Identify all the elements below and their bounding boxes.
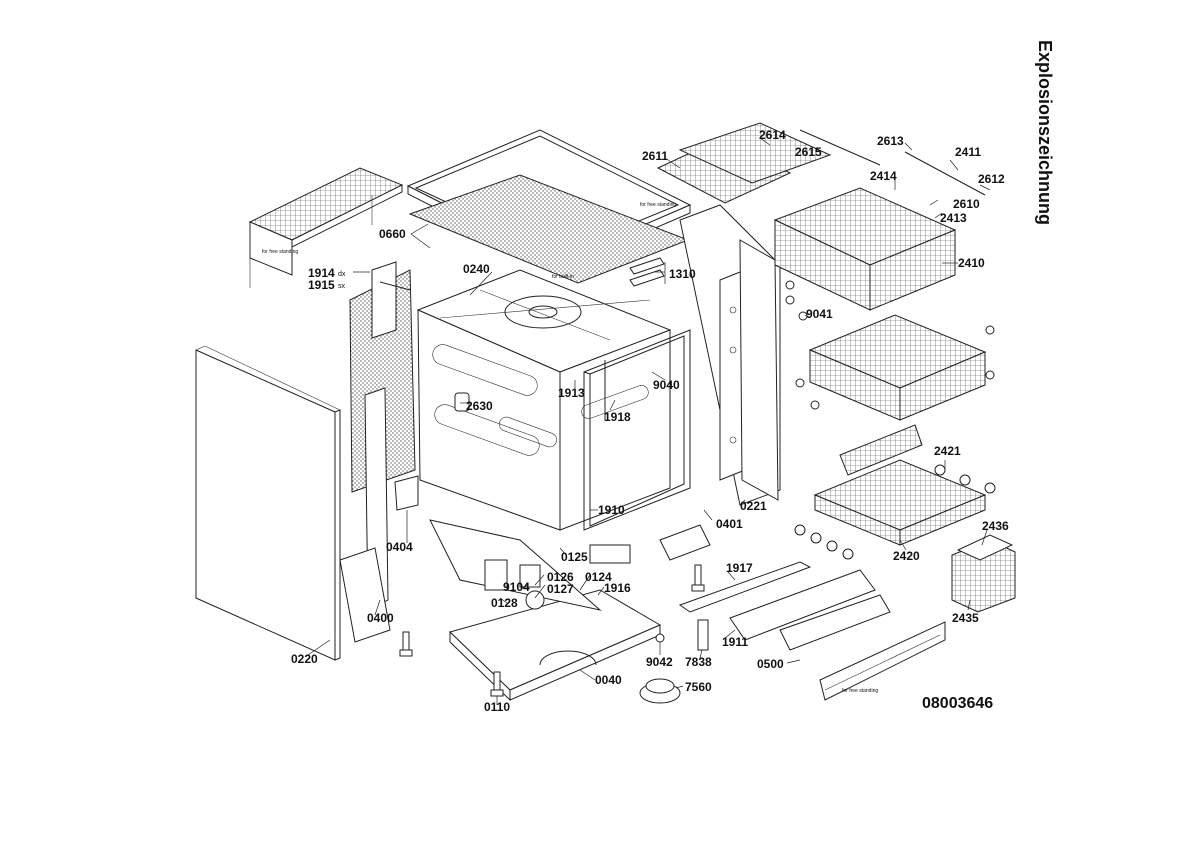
side-panel-0221 — [739, 239, 779, 501]
leader-lines — [304, 137, 991, 705]
part-label: 2436 — [982, 519, 1009, 533]
pump-assembly — [484, 524, 711, 610]
part-label: 1310 — [669, 267, 696, 281]
part-label: 2435 — [952, 611, 979, 625]
upper-basket — [773, 187, 957, 311]
tub-body — [416, 269, 672, 531]
part-label: 0660 — [379, 227, 406, 241]
note-free-standing-rail: for free standing — [262, 249, 298, 255]
part-labels: 2614 2611 2615 2613 2411 2414 2612 2610 … — [291, 128, 1009, 714]
document-number: 08003646 — [922, 695, 993, 712]
salt-container — [394, 475, 419, 511]
part-label: 2611 — [642, 149, 668, 163]
part-label: 9041 — [806, 307, 833, 321]
part-suffix: sx — [338, 283, 346, 290]
part-label: 7560 — [685, 680, 712, 694]
part-label: 9040 — [653, 378, 680, 392]
part-label: 0040 — [595, 673, 622, 687]
part-label: 9104 — [503, 580, 530, 594]
basket-wheels — [785, 280, 996, 560]
rail-2615 — [799, 129, 881, 166]
part-label: 2410 — [958, 256, 985, 270]
part-label: 2414 — [870, 169, 897, 183]
part-label: 0500 — [757, 657, 784, 671]
part-label: 2610 — [953, 197, 980, 211]
part-label: 1916 — [604, 581, 631, 595]
door-gasket — [583, 329, 691, 531]
note-for-builtin: for built-in — [552, 274, 574, 280]
part-label: 1910 — [598, 503, 625, 517]
part-label: 2615 — [795, 145, 822, 159]
part-label: 2630 — [466, 399, 493, 413]
part-label: 2421 — [934, 444, 961, 458]
part-label: 0110 — [484, 700, 510, 714]
top-rail-left: for free standing — [248, 167, 404, 288]
part-label: 2613 — [877, 134, 904, 148]
part-label: 2612 — [978, 172, 1005, 186]
part-label: 1918 — [604, 410, 631, 424]
adjustable-feet — [399, 564, 709, 697]
circulation-pump — [639, 678, 681, 704]
part-label: 1913 — [558, 386, 585, 400]
part-label: 1917 — [726, 561, 753, 575]
bracket-1310 — [629, 257, 665, 287]
toe-kick-parts: for free standing — [678, 561, 946, 701]
middle-basket — [808, 314, 987, 421]
part-suffix: dx — [338, 271, 346, 278]
part-label: 2411 — [955, 145, 981, 159]
part-label: 0127 — [547, 582, 574, 596]
part-label: 0401 — [716, 517, 743, 531]
part-label: 0400 — [367, 611, 394, 625]
note-free-standing-plinth: for free standing — [842, 688, 878, 694]
lower-basket — [813, 424, 987, 546]
cutlery-basket — [951, 534, 1016, 613]
part-label: 0128 — [491, 596, 518, 610]
part-label: 1911 — [722, 635, 748, 649]
part-label: 2420 — [893, 549, 920, 563]
part-label: 2413 — [940, 211, 967, 225]
note-free-standing-top: for free standing — [640, 202, 676, 208]
part-label: 0404 — [386, 540, 413, 554]
part-label: 0221 — [740, 499, 767, 513]
part-label: 9042 — [646, 655, 673, 669]
part-label: 0126 — [547, 570, 574, 584]
part-label: 1915 — [308, 278, 335, 292]
cutlery-tray — [656, 122, 832, 204]
door-panel — [195, 345, 341, 661]
drawing-title: Explosionszeichnung — [1035, 40, 1055, 225]
rail-2613 — [904, 151, 986, 196]
part-label: 7838 — [685, 655, 712, 669]
part-label: 0240 — [463, 262, 490, 276]
part-label: 2614 — [759, 128, 786, 142]
part-label: 0220 — [291, 652, 318, 666]
hinge-assembly — [339, 261, 411, 643]
part-label: 1914 — [308, 266, 335, 280]
part-label: 0125 — [561, 550, 588, 564]
part-label: 0124 — [585, 570, 612, 584]
